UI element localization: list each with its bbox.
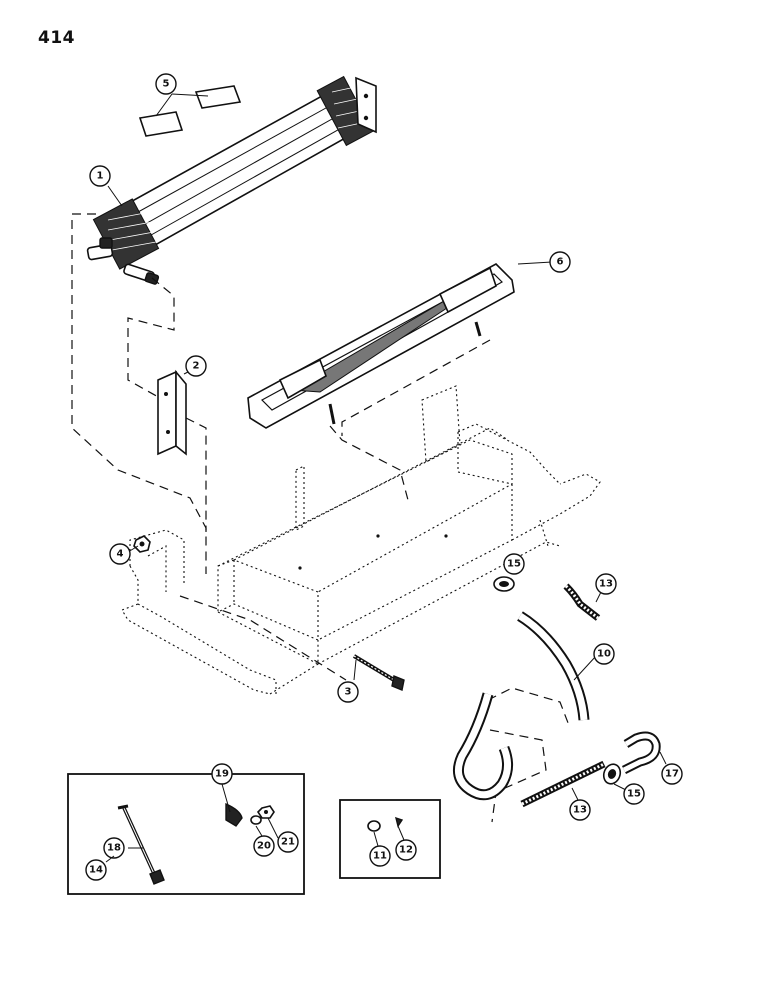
callout-14: 14 [85,859,107,881]
svg-text:5: 5 [163,79,170,90]
svg-text:13: 13 [573,805,587,816]
svg-text:3: 3 [345,687,352,698]
svg-text:19: 19 [215,769,229,780]
callout-13-upper: 13 [595,573,617,595]
washer-part-20 [250,815,262,825]
callout-4: 4 [109,543,131,565]
callout-20: 20 [253,835,275,857]
callout-10: 10 [593,643,615,665]
pin-part-12 [395,816,404,828]
clamp-part-15-lower [602,763,622,785]
leader-lines [107,93,667,849]
callout-12: 12 [395,839,417,861]
inset-box-hardware-left [67,773,305,895]
tray-part-6 [247,263,515,429]
callout-19: 19 [211,763,233,785]
callout-5: 5 [155,73,177,95]
svg-text:10: 10 [597,649,611,660]
svg-text:13: 13 [599,579,613,590]
long-bolt-part-14-18 [117,804,165,885]
svg-text:2: 2 [193,361,200,372]
svg-text:20: 20 [257,841,271,852]
dashed-reference-lines [71,213,571,823]
callout-15-upper: 15 [503,553,525,575]
page-number: 414 [38,28,75,48]
clamp-part-15-upper [493,576,515,592]
svg-text:1: 1 [97,171,104,182]
svg-text:21: 21 [281,837,295,848]
callout-17: 17 [661,763,683,785]
pad-part-5 [138,85,242,137]
callout-3: 3 [337,681,359,703]
clip-part-19 [225,802,243,827]
callout-18: 18 [103,837,125,859]
elbow-part-17 [621,731,661,775]
svg-text:12: 12 [399,845,413,856]
svg-text:15: 15 [627,789,641,800]
bolt-part-3 [352,654,405,691]
svg-text:4: 4 [117,549,124,560]
hose-part-10 [517,611,590,721]
svg-text:14: 14 [89,865,103,876]
hose-part-13-upper [563,583,601,621]
callout-15-lower: 15 [623,783,645,805]
svg-text:6: 6 [557,257,564,268]
inset-box-hardware-right [339,799,441,879]
svg-text:15: 15 [507,559,521,570]
callout-1: 1 [89,165,111,187]
hose-loop [452,692,513,801]
callout-13-lower: 13 [569,799,591,821]
svg-text:17: 17 [665,769,679,780]
svg-text:11: 11 [373,851,387,862]
callout-2: 2 [185,355,207,377]
oil-cooler-part-1 [86,75,377,285]
nut-part-4 [133,535,151,553]
mounting-frame [121,385,601,695]
nut-part-21 [256,805,275,819]
bracket-part-2 [157,369,187,456]
svg-text:18: 18 [107,843,121,854]
hose-part-13-lower [520,760,606,808]
callout-11: 11 [369,845,391,867]
plug-part-11 [367,820,381,832]
callout-6: 6 [549,251,571,273]
callout-21: 21 [277,831,299,853]
